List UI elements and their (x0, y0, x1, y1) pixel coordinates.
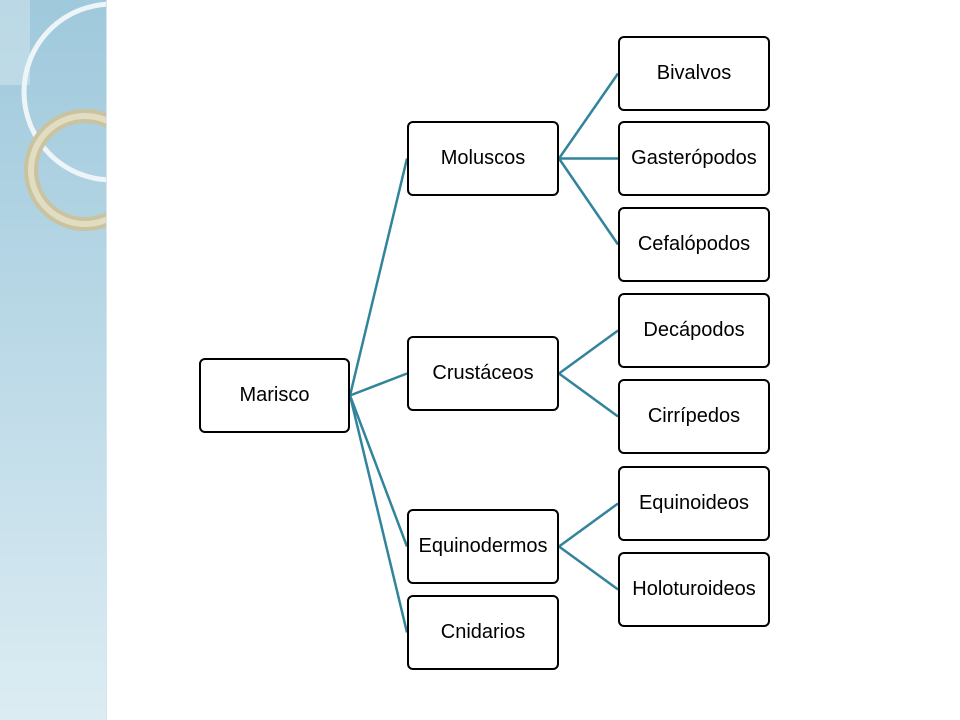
connector-line (349, 372, 408, 397)
node-marisco: Marisco (199, 358, 350, 433)
connector-line (558, 329, 619, 375)
node-label: Decápodos (643, 319, 745, 341)
decorative-rings (0, 0, 106, 231)
node-label: Equinodermos (418, 535, 548, 557)
node-crustaceos: Crustáceos (407, 336, 559, 411)
node-label: Equinoideos (638, 492, 750, 514)
node-cefalopodos: Cefalópodos (618, 207, 770, 282)
node-label: Holoturoideos (632, 578, 756, 600)
node-label: Cnidarios (440, 621, 526, 643)
node-label: Cirrípedos (647, 405, 741, 427)
node-gasteropodos: Gasterópodos (618, 121, 770, 196)
node-label: Gasterópodos (631, 147, 757, 169)
node-equinoideos: Equinoideos (618, 466, 770, 541)
connector-line (348, 395, 409, 633)
node-cirripedos: Cirrípedos (618, 379, 770, 454)
node-label: Crustáceos (432, 362, 534, 384)
connector-line (557, 157, 620, 246)
node-equinodermos: Equinodermos (407, 509, 559, 584)
connector-line (558, 545, 619, 591)
node-label: Bivalvos (656, 62, 732, 84)
node-decapodos: Decápodos (618, 293, 770, 368)
node-moluscos: Moluscos (407, 121, 559, 196)
node-bivalvos: Bivalvos (618, 36, 770, 111)
connector-line (348, 158, 409, 396)
node-label: Cefalópodos (637, 233, 751, 255)
node-label: Moluscos (440, 147, 526, 169)
connector-line (558, 372, 619, 418)
connector-line (558, 502, 619, 548)
connector-line (348, 395, 409, 547)
decorative-sidebar (0, 0, 107, 720)
node-cnidarios: Cnidarios (407, 595, 559, 670)
node-label: Marisco (239, 384, 310, 406)
node-holoturoideos: Holoturoideos (618, 552, 770, 627)
connector-line (557, 72, 620, 160)
